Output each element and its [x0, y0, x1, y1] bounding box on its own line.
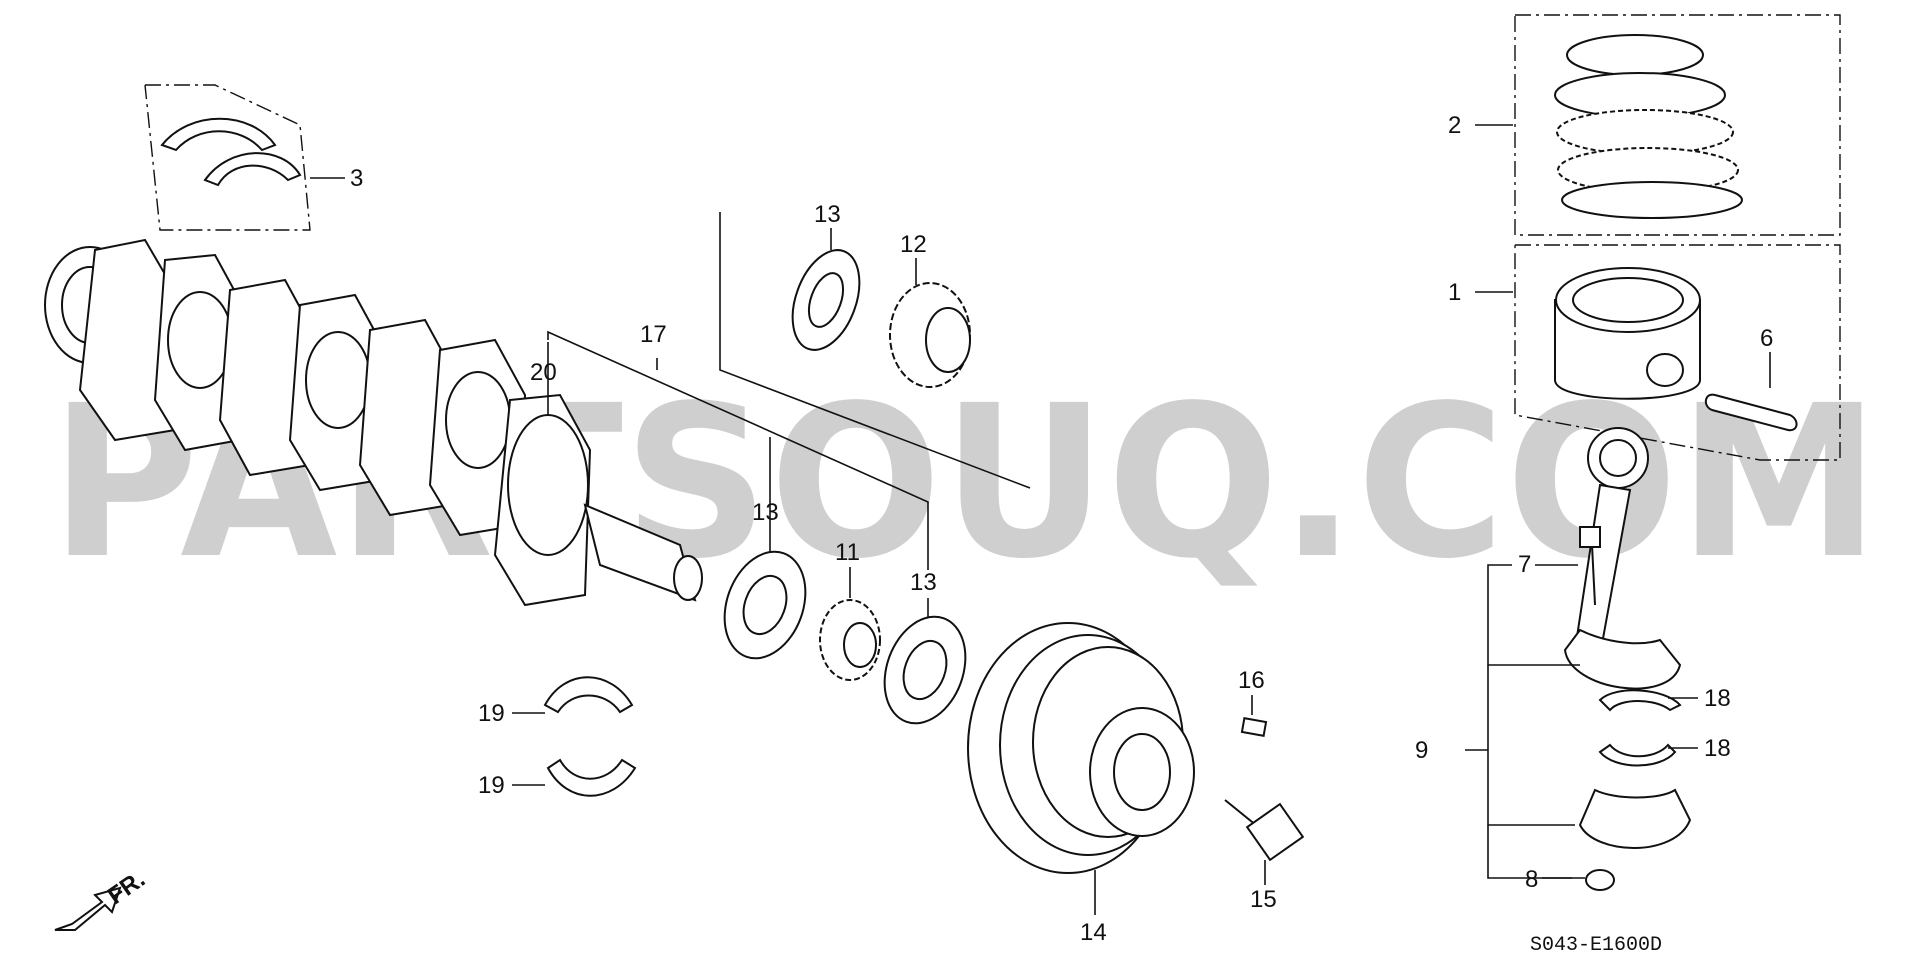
crank-gear-11[interactable]: 11	[819, 539, 881, 681]
callout-12: 12	[900, 231, 927, 258]
callout-2: 2	[1448, 112, 1461, 139]
callout-13-right: 13	[910, 569, 937, 596]
callout-19-lower: 19	[478, 772, 505, 799]
piston-ring-set[interactable]: 2	[1448, 14, 1841, 236]
callout-18-lower: 18	[1704, 735, 1731, 762]
thrust-washer-left[interactable]	[710, 540, 819, 669]
callout-18-upper: 18	[1704, 685, 1731, 712]
callout-15: 15	[1250, 886, 1277, 913]
main-bearing-group[interactable]: 3	[144, 84, 363, 231]
callout-17: 17	[640, 321, 667, 348]
front-arrow: FR.	[54, 866, 150, 931]
connecting-rod-assembly[interactable]: 9 7 8 18 18	[1415, 427, 1731, 893]
piston-assembly[interactable]: 1 6	[1448, 244, 1841, 461]
rod-bearing-19-lower[interactable]: 19	[478, 758, 637, 799]
callout-16: 16	[1238, 667, 1265, 694]
gear-set-17[interactable]: 17 13 13	[547, 321, 937, 596]
callout-20: 20	[530, 359, 557, 386]
callout-6: 6	[1760, 325, 1773, 352]
crankshaft[interactable]: 20	[44, 238, 703, 607]
callout-1: 1	[1448, 279, 1461, 306]
callout-3: 3	[350, 165, 363, 192]
diagram-code: S043-E1600D	[1530, 934, 1662, 957]
callout-19-upper: 19	[478, 700, 505, 727]
callout-8: 8	[1525, 866, 1538, 893]
rod-bearing-19-upper[interactable]: 19	[478, 676, 634, 727]
callout-11: 11	[835, 539, 860, 566]
woodruff-key[interactable]: 16	[1238, 667, 1268, 737]
thrust-washer-right[interactable]	[870, 598, 979, 735]
gear-set-upper[interactable]: 13 12	[719, 201, 1031, 489]
callout-7: 7	[1518, 551, 1531, 578]
callout-9: 9	[1415, 737, 1428, 764]
callout-13-top: 13	[814, 201, 841, 228]
crank-pulley[interactable]: 14	[967, 622, 1195, 946]
callout-14: 14	[1080, 919, 1107, 946]
pulley-bolt[interactable]: 15	[1224, 799, 1305, 913]
callout-13-left: 13	[752, 499, 779, 526]
